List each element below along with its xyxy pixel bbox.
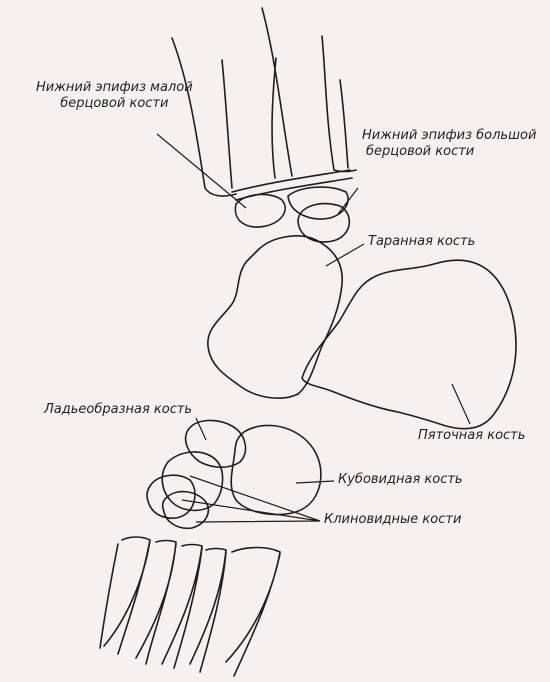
label-cuneiforms: Клиновидные кости xyxy=(324,512,461,528)
label-tibia-epiphysis-line1: Нижний эпифиз большой xyxy=(362,128,536,144)
talus-shape xyxy=(208,236,342,398)
cuneiform-intermediate xyxy=(147,475,195,518)
label-fibula-epiphysis: Нижний эпифиз малой берцовой кости xyxy=(36,80,193,112)
leader-fibula-epiphysis xyxy=(157,134,246,208)
leader-tibia-epiphysis xyxy=(338,188,358,214)
leader-talus xyxy=(326,244,364,266)
tibia-epiphysis-shape xyxy=(288,187,348,219)
label-navicular: Ладьеобразная кость xyxy=(44,402,192,418)
label-tibia-epiphysis: Нижний эпифиз большой берцовой кости xyxy=(362,128,536,160)
tibia-shaft xyxy=(262,8,356,178)
label-talus: Таранная кость xyxy=(368,234,475,250)
leader-calcaneus xyxy=(452,384,470,424)
label-cuboid: Кубовидная кость xyxy=(338,472,463,488)
label-calcaneus: Пяточная кость xyxy=(418,428,525,444)
cuboid-shape xyxy=(231,425,321,514)
fibula-epiphysis-shape xyxy=(235,194,285,227)
metatarsals xyxy=(100,537,280,676)
label-fibula-epiphysis-line2: берцовой кости xyxy=(36,96,193,112)
label-fibula-epiphysis-line1: Нижний эпифиз малой xyxy=(36,80,193,96)
label-tibia-epiphysis-line2: берцовой кости xyxy=(362,144,536,160)
calcaneus-shape xyxy=(302,260,516,429)
leader-cuboid xyxy=(296,481,334,483)
